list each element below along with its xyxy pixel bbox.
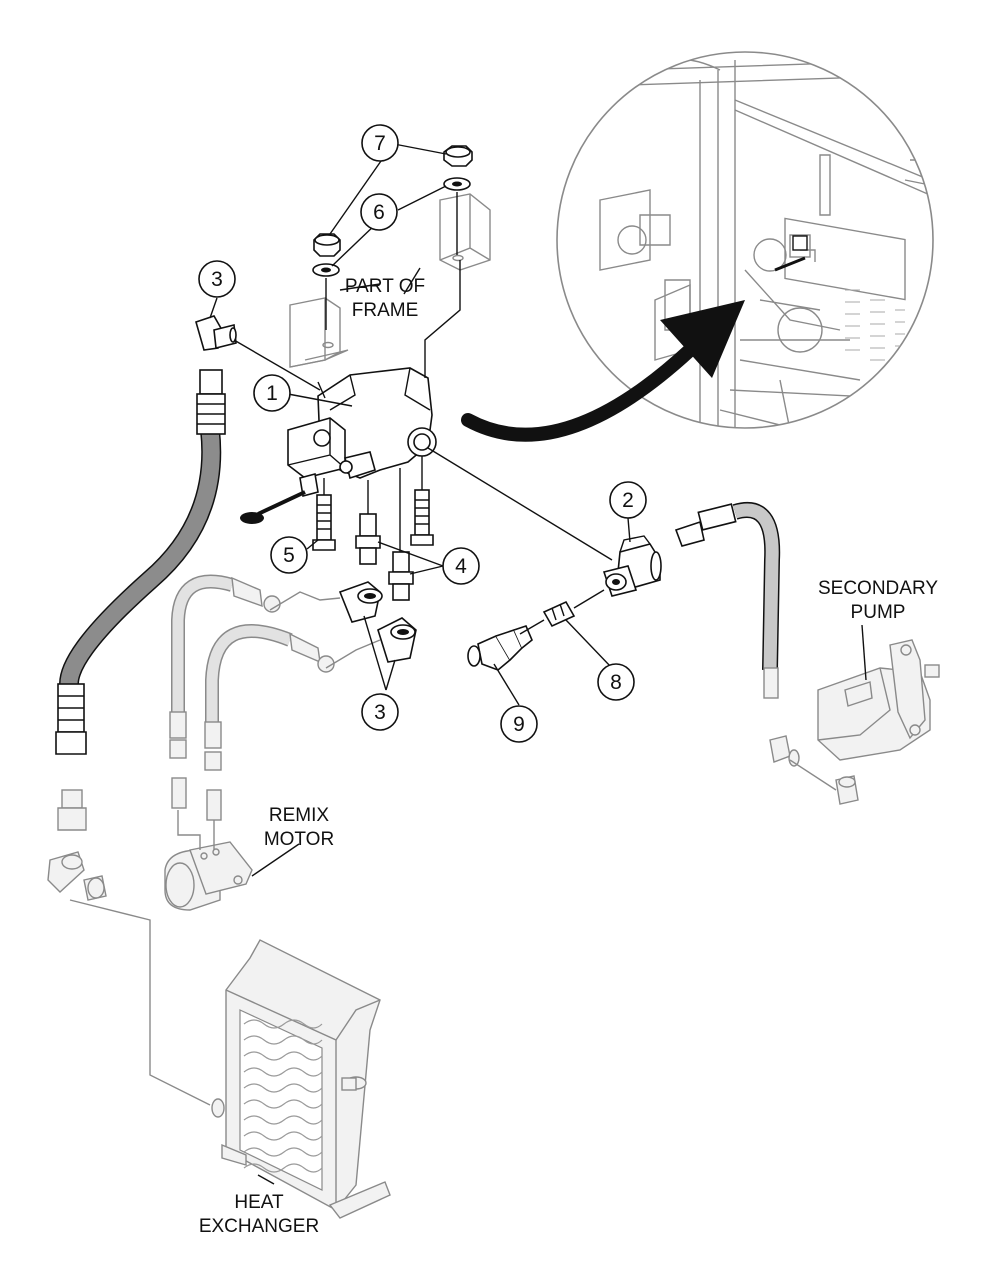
callout-4: 4 (442, 547, 480, 585)
label-part-of-frame-line1: PART OF (345, 276, 425, 297)
label-heat-exchanger-line2: EXCHANGER (199, 1216, 319, 1237)
adapter-right (388, 551, 414, 601)
washer-lower (312, 263, 340, 277)
callout-7-text: 7 (374, 132, 386, 155)
label-secondary-pump-line1: SECONDARY (818, 578, 938, 599)
callout-3-top: 3 (198, 260, 236, 298)
quick-coupler-item9 (467, 625, 533, 671)
label-secondary-pump-line2: PUMP (851, 602, 906, 623)
frame-brackets (289, 193, 491, 368)
callout-2-text: 2 (622, 489, 634, 512)
callout-8: 8 (597, 663, 635, 701)
callout-9-text: 9 (513, 713, 525, 736)
heat-exchanger (211, 939, 391, 1219)
fittings-left-lower (47, 789, 107, 901)
callout-5: 5 (270, 536, 308, 574)
callout-6-text: 6 (373, 201, 385, 224)
label-heat-exchanger: HEAT EXCHANGER (199, 1192, 319, 1237)
callout-3-top-text: 3 (211, 268, 223, 291)
callout-1-text: 1 (266, 382, 278, 405)
label-part-of-frame: PART OF FRAME (345, 276, 425, 321)
remix-motor (164, 841, 253, 911)
elbow-lower-right (377, 617, 417, 663)
hose-right (674, 502, 781, 699)
bolt-right (410, 489, 434, 546)
nut-upper (443, 145, 473, 167)
label-remix-motor: REMIX MOTOR (264, 805, 334, 850)
callout-8-text: 8 (610, 671, 622, 694)
elbow-lower-left (338, 581, 383, 623)
detail-arrow (461, 300, 745, 442)
callout-1: 1 (253, 374, 291, 412)
secondary-pump (769, 639, 940, 805)
washer-upper (443, 177, 471, 191)
callout-6: 6 (360, 193, 398, 231)
label-remix-motor-line1: REMIX (269, 805, 330, 826)
location-detail-inset (556, 51, 934, 429)
nut-lower (313, 233, 341, 257)
label-part-of-frame-line2: FRAME (352, 300, 419, 321)
callout-4-text: 4 (455, 555, 467, 578)
adapter-item8 (542, 600, 576, 628)
connection-lines (69, 260, 613, 1106)
callout-9: 9 (500, 705, 538, 743)
elbow-top (195, 315, 237, 351)
tee-fitting (602, 535, 662, 597)
callout-2: 2 (609, 481, 647, 519)
label-remix-motor-line2: MOTOR (264, 829, 334, 850)
callout-7: 7 (361, 124, 399, 162)
callout-leaders (209, 143, 867, 1185)
hose-long-left (55, 369, 226, 755)
hoses-remix (169, 574, 335, 821)
adapter-left (355, 513, 381, 565)
callout-3-bottom-text: 3 (374, 701, 386, 724)
label-secondary-pump: SECONDARY PUMP (818, 578, 938, 623)
callout-3-bottom: 3 (361, 693, 399, 731)
callout-5-text: 5 (283, 544, 295, 567)
label-heat-exchanger-line1: HEAT (234, 1192, 284, 1213)
